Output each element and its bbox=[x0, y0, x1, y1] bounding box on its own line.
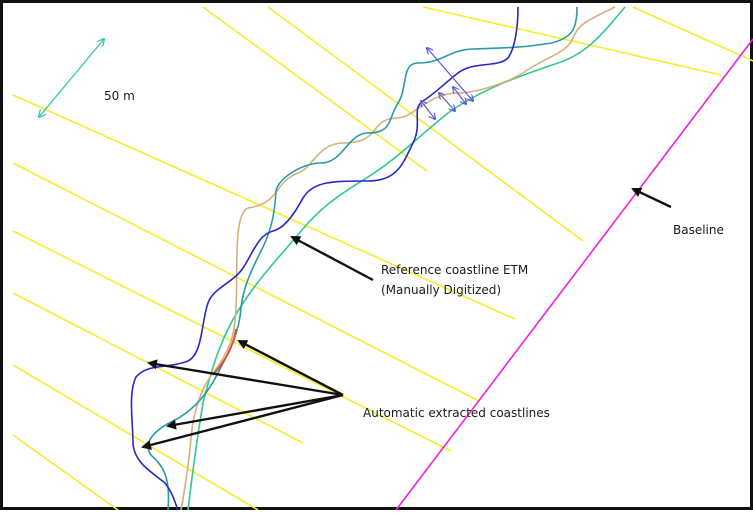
reference-pointer-arrow bbox=[290, 235, 374, 282]
transect-line bbox=[12, 94, 516, 320]
distance-arrow bbox=[453, 87, 466, 104]
auto-coastline-red-segment bbox=[212, 328, 237, 376]
baseline-line bbox=[395, 38, 753, 511]
transect-line bbox=[12, 162, 480, 402]
automatic-pointer-arrow bbox=[237, 339, 344, 397]
baseline-label: Baseline bbox=[673, 223, 724, 237]
transect-lines bbox=[12, 6, 753, 511]
transect-line bbox=[12, 364, 259, 511]
automatic-pointer-arrow bbox=[141, 393, 344, 450]
transect-line bbox=[12, 434, 119, 511]
transect-line bbox=[12, 230, 452, 452]
reference-coastline-label-line2: (Manually Digitized) bbox=[381, 283, 502, 297]
annotation-arrows bbox=[141, 187, 672, 450]
auto-coastline-tan bbox=[180, 6, 616, 511]
transect-line bbox=[202, 6, 428, 172]
automatic-pointer-arrow bbox=[166, 393, 344, 430]
scale-label: 50 m bbox=[104, 89, 135, 103]
transect-line bbox=[12, 292, 304, 444]
scale-arrow bbox=[39, 39, 104, 117]
transect-line bbox=[267, 6, 584, 242]
reference-coastline bbox=[187, 6, 626, 511]
distance-arrow bbox=[421, 101, 435, 119]
distance-arrow bbox=[439, 93, 455, 111]
transect-line bbox=[632, 6, 753, 62]
baseline-pointer-arrow bbox=[631, 187, 672, 209]
automatic-pointer-arrow bbox=[147, 359, 344, 397]
reference-coastline-label-line1: Reference coastline ETM bbox=[381, 263, 529, 277]
distance-arrows bbox=[421, 48, 473, 119]
automatic-coastlines-label: Automatic extracted coastlines bbox=[363, 406, 550, 420]
coastline-diagram bbox=[12, 6, 753, 511]
auto-coastline-teal bbox=[147, 6, 578, 511]
